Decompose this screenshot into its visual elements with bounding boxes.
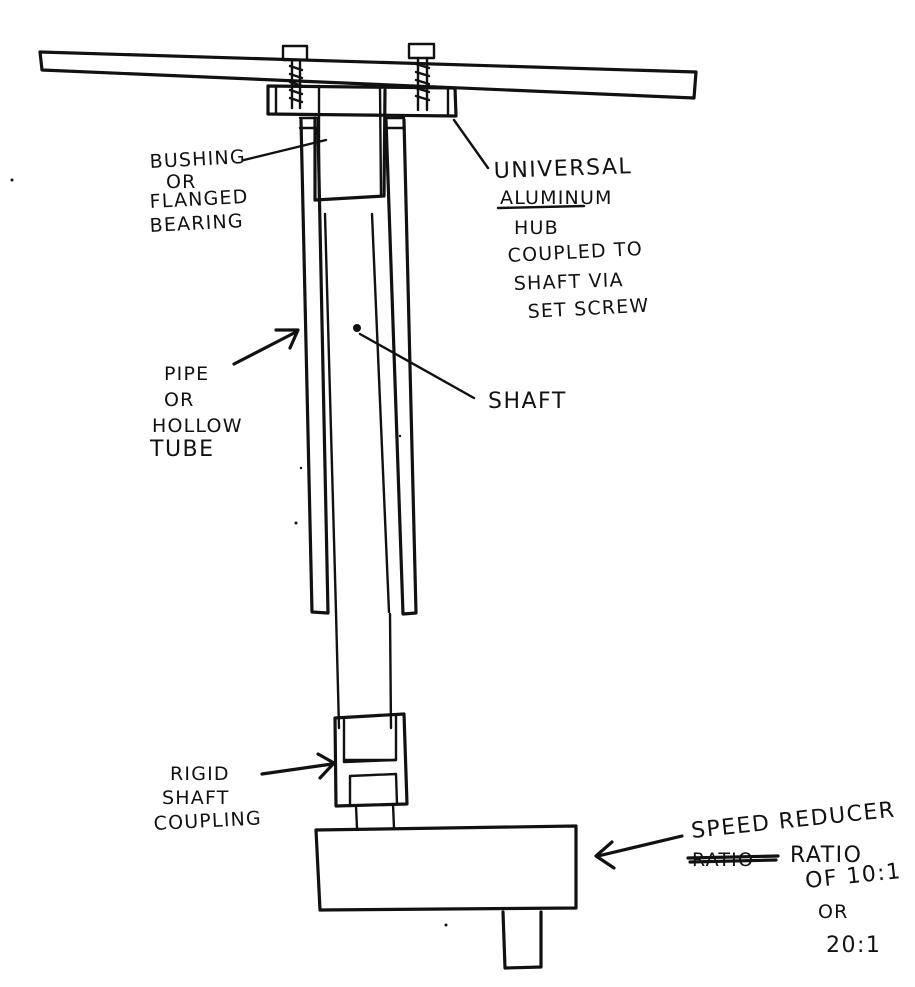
set-screw-right bbox=[407, 42, 436, 112]
scan-specks bbox=[10, 178, 448, 927]
rigid-coupling bbox=[333, 712, 409, 808]
bushing-label-line1: BUSHING bbox=[149, 146, 246, 173]
reducer-arrow bbox=[594, 834, 684, 870]
bushing-label: BUSHING OR FLANGED BEARING bbox=[149, 146, 249, 237]
coupling-label-line1: RIGID bbox=[170, 763, 230, 785]
aluminum-underline bbox=[496, 204, 586, 210]
hub-label-line6: SET SCREW bbox=[527, 295, 650, 323]
shaft bbox=[323, 212, 393, 730]
hub-label-line3: HUB bbox=[514, 217, 559, 239]
coupling-arrow bbox=[260, 752, 336, 780]
shaft-label: SHAFT bbox=[488, 389, 567, 414]
strikethrough-mark bbox=[686, 854, 780, 864]
bushing-label-line2: OR bbox=[166, 171, 197, 193]
speed-reducer bbox=[314, 824, 578, 970]
pipe-tube bbox=[299, 118, 418, 616]
pipe-label-line3: HOLLOW bbox=[152, 415, 243, 437]
bushing-label-line3: FLANGED bbox=[149, 186, 249, 213]
hub-label-line1: UNIVERSAL bbox=[493, 154, 632, 184]
pipe-label: PIPE OR HOLLOW TUBE bbox=[149, 363, 243, 462]
pipe-label-line4: TUBE bbox=[149, 437, 215, 462]
hub-label-line2: ALUMINUM bbox=[500, 187, 613, 209]
hub-label-line5: SHAFT VIA bbox=[513, 269, 624, 295]
reducer-label: SPEED REDUCER RATIO RATIO OF 10:1 OR 20:… bbox=[686, 798, 903, 958]
reducer-label-line2: RATIO bbox=[790, 843, 862, 868]
coupling-label: RIGID SHAFT COUPLING bbox=[153, 763, 262, 835]
lower-shaft bbox=[354, 802, 396, 830]
set-screw-left bbox=[281, 44, 309, 110]
reducer-label-line5: 20:1 bbox=[826, 933, 881, 958]
coupling-label-line2: SHAFT bbox=[162, 787, 230, 809]
hub-leader bbox=[452, 118, 490, 170]
pipe-label-line1: PIPE bbox=[164, 363, 209, 385]
pipe-label-line2: OR bbox=[164, 389, 195, 411]
reducer-label-line4: OR bbox=[818, 901, 849, 923]
hub-label: UNIVERSAL ALUMINUM HUB COUPLED TO SHAFT … bbox=[493, 154, 650, 323]
top-beam bbox=[38, 50, 698, 100]
reducer-label-line1: SPEED REDUCER bbox=[690, 798, 897, 844]
aluminum-hub bbox=[266, 84, 458, 118]
bushing-label-line4: BEARING bbox=[149, 210, 244, 237]
pipe-arrow bbox=[232, 328, 300, 366]
shaft-leader bbox=[358, 332, 476, 400]
shaft-label-text: SHAFT bbox=[488, 389, 567, 414]
bushing-leader bbox=[242, 138, 328, 162]
struck-word: RATIO bbox=[686, 849, 780, 871]
coupling-label-line3: COUPLING bbox=[153, 807, 262, 835]
hub-label-line4: COUPLED TO bbox=[507, 238, 643, 267]
